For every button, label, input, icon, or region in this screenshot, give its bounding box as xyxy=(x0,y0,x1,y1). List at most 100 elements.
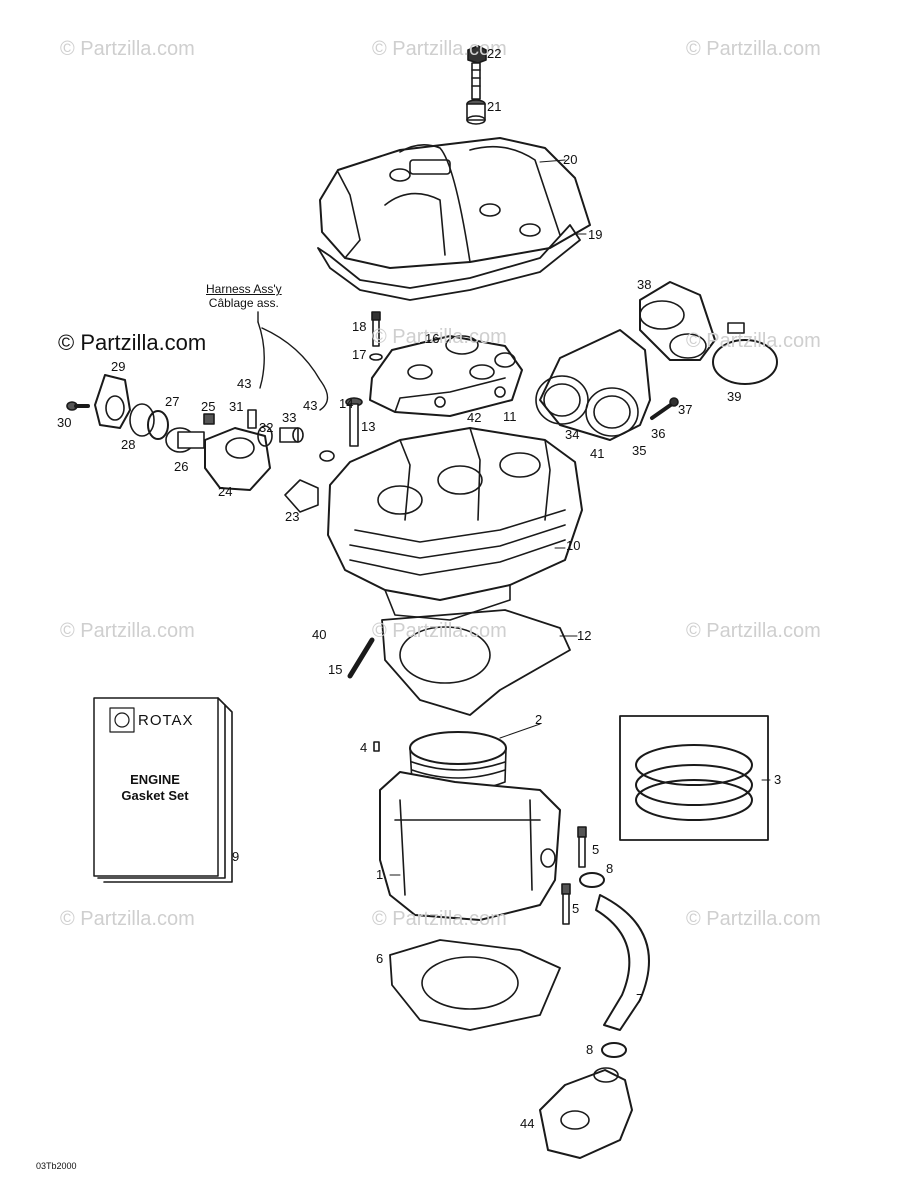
callout-6[interactable]: 6 xyxy=(376,951,384,966)
callout-43a[interactable]: 43 xyxy=(237,376,252,391)
cover-gasket-19 xyxy=(317,224,581,301)
manual-title: ENGINE Gasket Set xyxy=(95,772,215,804)
cylinder-head-10 xyxy=(327,427,583,621)
watermark: © Partzilla.com xyxy=(372,620,507,642)
callout-21[interactable]: 21 xyxy=(487,99,502,114)
callout-38[interactable]: 38 xyxy=(637,277,652,292)
manual-title-line1: ENGINE xyxy=(130,772,180,787)
callout-23[interactable]: 23 xyxy=(285,509,300,524)
callout-7[interactable]: 7 xyxy=(636,991,644,1006)
callout-5b[interactable]: 5 xyxy=(572,901,580,916)
callout-10[interactable]: 10 xyxy=(566,538,581,553)
callout-25[interactable]: 25 xyxy=(201,399,216,414)
callout-1[interactable]: 1 xyxy=(376,867,384,882)
callout-29[interactable]: 29 xyxy=(111,359,126,374)
callout-39[interactable]: 39 xyxy=(727,389,742,404)
callout-12[interactable]: 12 xyxy=(577,628,592,643)
callout-43b[interactable]: 43 xyxy=(303,398,318,413)
intake-manifold-34 xyxy=(535,329,651,441)
callout-15[interactable]: 15 xyxy=(328,662,343,677)
oring-27 xyxy=(147,410,169,440)
callout-42[interactable]: 42 xyxy=(467,410,482,425)
watermark: © Partzilla.com xyxy=(686,908,821,930)
callout-14[interactable]: 14 xyxy=(339,396,354,411)
watermark: © Partzilla.com xyxy=(60,908,195,930)
harness-label-en: Harness Ass'y xyxy=(206,282,282,296)
intake-boot-38 xyxy=(639,281,716,361)
callout-33[interactable]: 33 xyxy=(282,410,297,425)
callout-22[interactable]: 22 xyxy=(487,46,502,61)
head-gasket-12 xyxy=(381,609,571,716)
callout-17[interactable]: 17 xyxy=(352,347,367,362)
callout-44[interactable]: 44 xyxy=(520,1116,535,1131)
screw-25 xyxy=(203,413,215,425)
grommet-21 xyxy=(466,99,486,125)
rocker-housing-16 xyxy=(369,335,523,417)
cover-29 xyxy=(94,374,131,429)
thermostat-26 xyxy=(165,427,205,453)
callout-32[interactable]: 32 xyxy=(259,420,274,435)
fitting-33 xyxy=(279,427,304,443)
callout-36[interactable]: 36 xyxy=(651,426,666,441)
callout-8a[interactable]: 8 xyxy=(606,861,614,876)
callout-16[interactable]: 16 xyxy=(425,331,440,346)
washer-14 xyxy=(319,450,335,462)
callout-20[interactable]: 20 xyxy=(563,152,578,167)
gasket-28 xyxy=(129,403,155,437)
callout-5a[interactable]: 5 xyxy=(592,842,600,857)
cylinder-1 xyxy=(379,771,561,921)
callout-18[interactable]: 18 xyxy=(352,319,367,334)
rotax-logo: ROTAX xyxy=(138,712,194,729)
clamp-8b xyxy=(601,1042,627,1058)
watermark: © Partzilla.com xyxy=(60,620,195,642)
callout-30[interactable]: 30 xyxy=(57,415,72,430)
callout-34[interactable]: 34 xyxy=(565,427,580,442)
callout-28[interactable]: 28 xyxy=(121,437,136,452)
watermark: © Partzilla.com xyxy=(686,330,821,352)
bolt-18 xyxy=(369,311,383,361)
watermark: © Partzilla.com xyxy=(372,38,507,60)
callout-4[interactable]: 4 xyxy=(360,740,368,755)
callout-37[interactable]: 37 xyxy=(678,402,693,417)
callout-13[interactable]: 13 xyxy=(361,419,376,434)
bolt-5b xyxy=(561,883,571,925)
thermostat-housing-24 xyxy=(204,427,271,491)
callout-8b[interactable]: 8 xyxy=(586,1042,594,1057)
watermark: © Partzilla.com xyxy=(686,38,821,60)
gasket-manual-9 xyxy=(93,697,233,883)
callout-19[interactable]: 19 xyxy=(588,227,603,242)
oring-32 xyxy=(257,425,273,447)
dowel-4 xyxy=(373,741,380,752)
watermark: © Partzilla.com xyxy=(686,620,821,642)
base-gasket-6 xyxy=(389,939,561,1031)
bolt-22 xyxy=(467,45,487,100)
callout-11[interactable]: 11 xyxy=(503,409,517,424)
clamp-39 xyxy=(712,322,778,385)
callout-41[interactable]: 41 xyxy=(590,446,605,461)
sensor-31 xyxy=(247,409,257,429)
manual-title-line2: Gasket Set xyxy=(121,788,189,803)
callout-24[interactable]: 24 xyxy=(218,484,233,499)
callout-27[interactable]: 27 xyxy=(165,394,180,409)
watermark: © Partzilla.com xyxy=(372,908,507,930)
harness-label-fr: Câblage ass. xyxy=(208,296,279,310)
watermark: © Partzilla.com xyxy=(372,326,507,348)
callout-3[interactable]: 3 xyxy=(774,772,782,787)
water-pump-housing-44 xyxy=(539,1067,633,1159)
callout-35[interactable]: 35 xyxy=(632,443,647,458)
screw-30 xyxy=(66,401,90,411)
hose-7 xyxy=(595,894,650,1031)
brand-mark: © Partzilla.com xyxy=(58,330,207,355)
harness-wire xyxy=(257,311,329,411)
harness-label: Harness Ass'y Câblage ass. xyxy=(206,282,282,310)
diagram-reference-code: 03Tb2000 xyxy=(36,1161,77,1171)
callout-9[interactable]: 9 xyxy=(232,849,240,864)
callout-40[interactable]: 40 xyxy=(312,627,327,642)
callout-2[interactable]: 2 xyxy=(535,712,543,727)
leader-lines xyxy=(389,159,771,876)
bolt-5a xyxy=(577,826,587,868)
callout-31[interactable]: 31 xyxy=(229,399,244,414)
bolt-37 xyxy=(650,397,679,420)
callout-26[interactable]: 26 xyxy=(174,459,189,474)
